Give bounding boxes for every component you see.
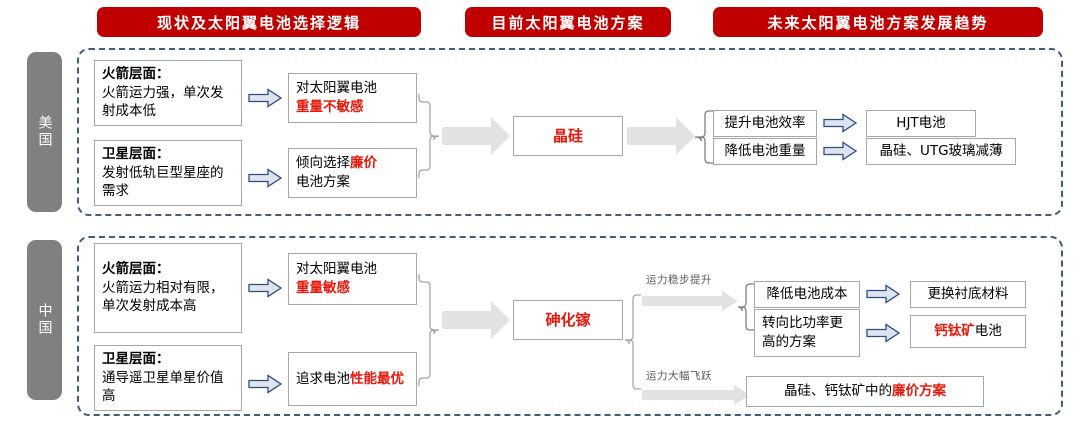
- china-branch-0-split-brace: [737, 281, 755, 333]
- china-branch-brace: [624, 292, 642, 392]
- china-implication-weight-line2: 重量敏感: [296, 280, 350, 296]
- china-branch-1-outcome-text: 晶硅、钙钛矿中的廉价方案: [784, 382, 946, 401]
- china-trend-approach-1-label: 转向比功率更高的方案: [762, 315, 843, 350]
- usa-arrow-rocket-icon: [248, 88, 282, 108]
- usa-arrow-satellite-icon: [248, 168, 282, 188]
- usa-split-brace: [694, 108, 714, 166]
- usa-trend-approach-1: 降低电池重量: [713, 138, 817, 165]
- china-trend-result-1-plain: 电池: [974, 323, 1002, 340]
- china-branch-1-outcome-plain: 晶硅、钙钛矿中的: [784, 383, 892, 400]
- china-driver-rocket: 火箭层面： 火箭运力相对有限，单次发射成本高: [94, 243, 242, 333]
- usa-driver-rocket: 火箭层面： 火箭运力强，单次发射成本低: [94, 60, 242, 126]
- usa-trend-approach-0-label: 提升电池效率: [724, 115, 806, 132]
- usa-trend-approach-0: 提升电池效率: [713, 110, 817, 137]
- china-trend-arrow-1-icon: [866, 323, 900, 343]
- china-branch-1-outcome-accent: 廉价方案: [892, 383, 946, 400]
- china-driver-rocket-heading: 火箭层面：: [102, 261, 170, 278]
- usa-flow-arrow-to-trends-icon: [627, 116, 695, 156]
- usa-implication-cheap-lead: 倾向选择: [296, 155, 350, 172]
- china-branch-1-arrow-icon: [642, 384, 750, 406]
- china-implication-performance-lead: 追求电池: [296, 370, 350, 387]
- usa-implication-cheap: 倾向选择廉价 电池方案: [288, 148, 417, 198]
- usa-implication-cheap-accent: 廉价: [350, 155, 377, 172]
- china-trend-approach-1: 转向比功率更高的方案: [754, 309, 860, 357]
- country-tab-usa: 美国: [27, 52, 62, 212]
- usa-trend-approach-1-label: 降低电池重量: [724, 143, 806, 160]
- china-trend-result-1: 钙钛矿电池: [910, 315, 1026, 348]
- china-branch-0-arrow-icon: [642, 290, 738, 312]
- region-china: [77, 236, 1063, 416]
- usa-implication-weight-line2: 重量不敏感: [296, 99, 364, 115]
- usa-solution-label: 晶硅: [552, 126, 583, 145]
- usa-driver-satellite-body: 发射低轨巨型星座的需求: [102, 164, 224, 200]
- china-implication-performance-accent: 性能最优: [350, 370, 404, 387]
- usa-driver-satellite-heading: 卫星层面：: [102, 146, 170, 163]
- usa-trend-result-0: HJT电池: [866, 110, 976, 137]
- china-driver-satellite: 卫星层面： 通导遥卫星单星价值高: [94, 345, 242, 411]
- china-trend-approach-0-label: 降低电池成本: [766, 286, 848, 303]
- usa-driver-rocket-body: 火箭运力强，单次发射成本低: [102, 84, 224, 120]
- china-implication-weight-line1: 对太阳翼电池: [296, 261, 377, 278]
- china-arrow-rocket-icon: [248, 278, 282, 298]
- usa-trend-result-1-label: 晶硅、UTG玻璃减薄: [879, 143, 1003, 160]
- banner-current-logic: 现状及太阳翼电池选择逻辑: [97, 7, 421, 37]
- china-solution-label: 砷化镓: [545, 310, 591, 329]
- china-trend-result-1-text: 钙钛矿电池: [934, 322, 1002, 341]
- banner-future-trend: 未来太阳翼电池方案发展趋势: [713, 7, 1043, 37]
- usa-implication-cheap-line2: 电池方案: [296, 174, 350, 190]
- china-trend-arrow-0-icon: [866, 284, 900, 304]
- china-driver-satellite-body: 通导遥卫星单星价值高: [102, 369, 224, 405]
- china-trend-result-0: 更换衬底材料: [910, 281, 1026, 308]
- china-trend-result-0-label: 更换衬底材料: [927, 286, 1009, 303]
- usa-trend-arrow-1-icon: [823, 141, 857, 161]
- china-driver-satellite-heading: 卫星层面：: [102, 351, 170, 368]
- region-usa: [77, 48, 1063, 216]
- banner-current-solution: 目前太阳翼电池方案: [465, 7, 671, 37]
- usa-trend-arrow-0-icon: [823, 113, 857, 133]
- usa-implication-cheap-line1: 倾向选择廉价: [296, 154, 411, 173]
- usa-merge-brace: [418, 90, 440, 182]
- usa-driver-rocket-heading: 火箭层面：: [102, 66, 170, 83]
- china-merge-brace: [418, 270, 440, 390]
- china-driver-rocket-body: 火箭运力相对有限，单次发射成本高: [102, 279, 224, 315]
- china-trend-result-1-accent: 钙钛矿: [934, 323, 975, 340]
- usa-implication-weight: 对太阳翼电池 重量不敏感: [288, 73, 417, 123]
- china-trend-approach-0: 降低电池成本: [754, 281, 860, 308]
- usa-solution-box: 晶硅: [513, 116, 623, 156]
- country-tab-china: 中国: [27, 240, 62, 400]
- usa-trend-result-1: 晶硅、UTG玻璃减薄: [866, 138, 1016, 165]
- china-arrow-satellite-icon: [248, 374, 282, 394]
- usa-driver-satellite: 卫星层面： 发射低轨巨型星座的需求: [94, 140, 242, 206]
- china-implication-performance-line1: 追求电池性能最优: [296, 370, 411, 389]
- china-solution-box: 砷化镓: [513, 300, 623, 340]
- china-branch-0-caption: 运力稳步提升: [646, 274, 712, 286]
- china-flow-arrow-to-solution-icon: [442, 300, 510, 340]
- china-implication-weight: 对太阳翼电池 重量敏感: [288, 253, 417, 305]
- china-branch-1-caption: 运力大幅飞跃: [646, 370, 712, 382]
- usa-trend-result-0-label: HJT电池: [896, 115, 946, 132]
- china-branch-1-outcome: 晶硅、钙钛矿中的廉价方案: [746, 376, 984, 407]
- usa-flow-arrow-to-solution-icon: [442, 116, 510, 156]
- usa-implication-weight-line1: 对太阳翼电池: [296, 80, 377, 97]
- china-implication-performance: 追求电池性能最优: [288, 352, 417, 406]
